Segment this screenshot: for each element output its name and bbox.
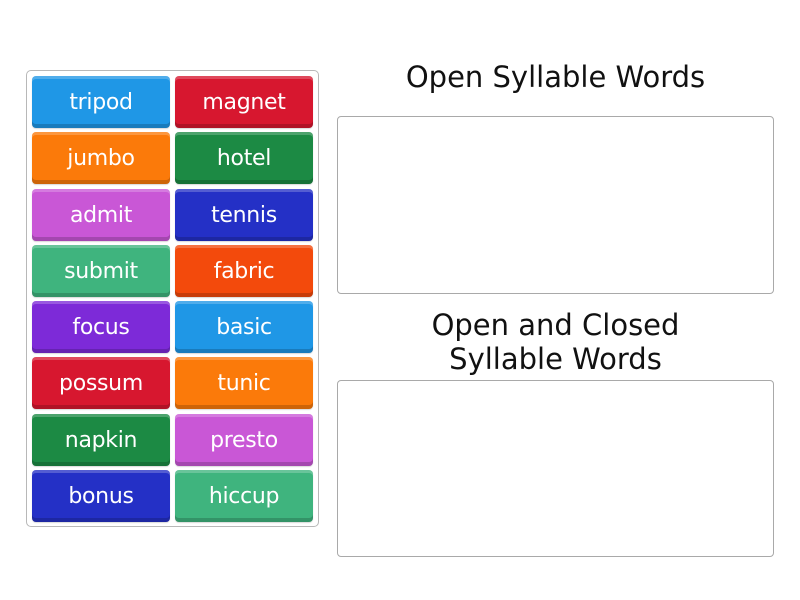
group-heading-open-closed: Open and Closed Syllable Words — [337, 308, 774, 376]
word-tile[interactable]: possum — [32, 357, 170, 409]
word-tile[interactable]: magnet — [175, 76, 313, 128]
word-tile[interactable]: basic — [175, 301, 313, 353]
word-tile[interactable]: admit — [32, 189, 170, 241]
word-tile[interactable]: hiccup — [175, 470, 313, 522]
word-tile[interactable]: tennis — [175, 189, 313, 241]
group-heading-line-2: Syllable Words — [449, 342, 662, 376]
word-tile[interactable]: presto — [175, 414, 313, 466]
word-tile[interactable]: submit — [32, 245, 170, 297]
word-tile[interactable]: hotel — [175, 132, 313, 184]
word-tile[interactable]: napkin — [32, 414, 170, 466]
group-heading-open-syllable: Open Syllable Words — [405, 60, 706, 94]
word-tile[interactable]: jumbo — [32, 132, 170, 184]
word-tile[interactable]: fabric — [175, 245, 313, 297]
word-tile[interactable]: focus — [32, 301, 170, 353]
word-tile[interactable]: tunic — [175, 357, 313, 409]
word-tile[interactable]: bonus — [32, 470, 170, 522]
word-tile[interactable]: tripod — [32, 76, 170, 128]
drop-zone-open-syllable[interactable] — [337, 116, 774, 294]
group-heading-line-1: Open and Closed — [431, 308, 680, 342]
drop-zone-open-closed[interactable] — [337, 380, 774, 557]
